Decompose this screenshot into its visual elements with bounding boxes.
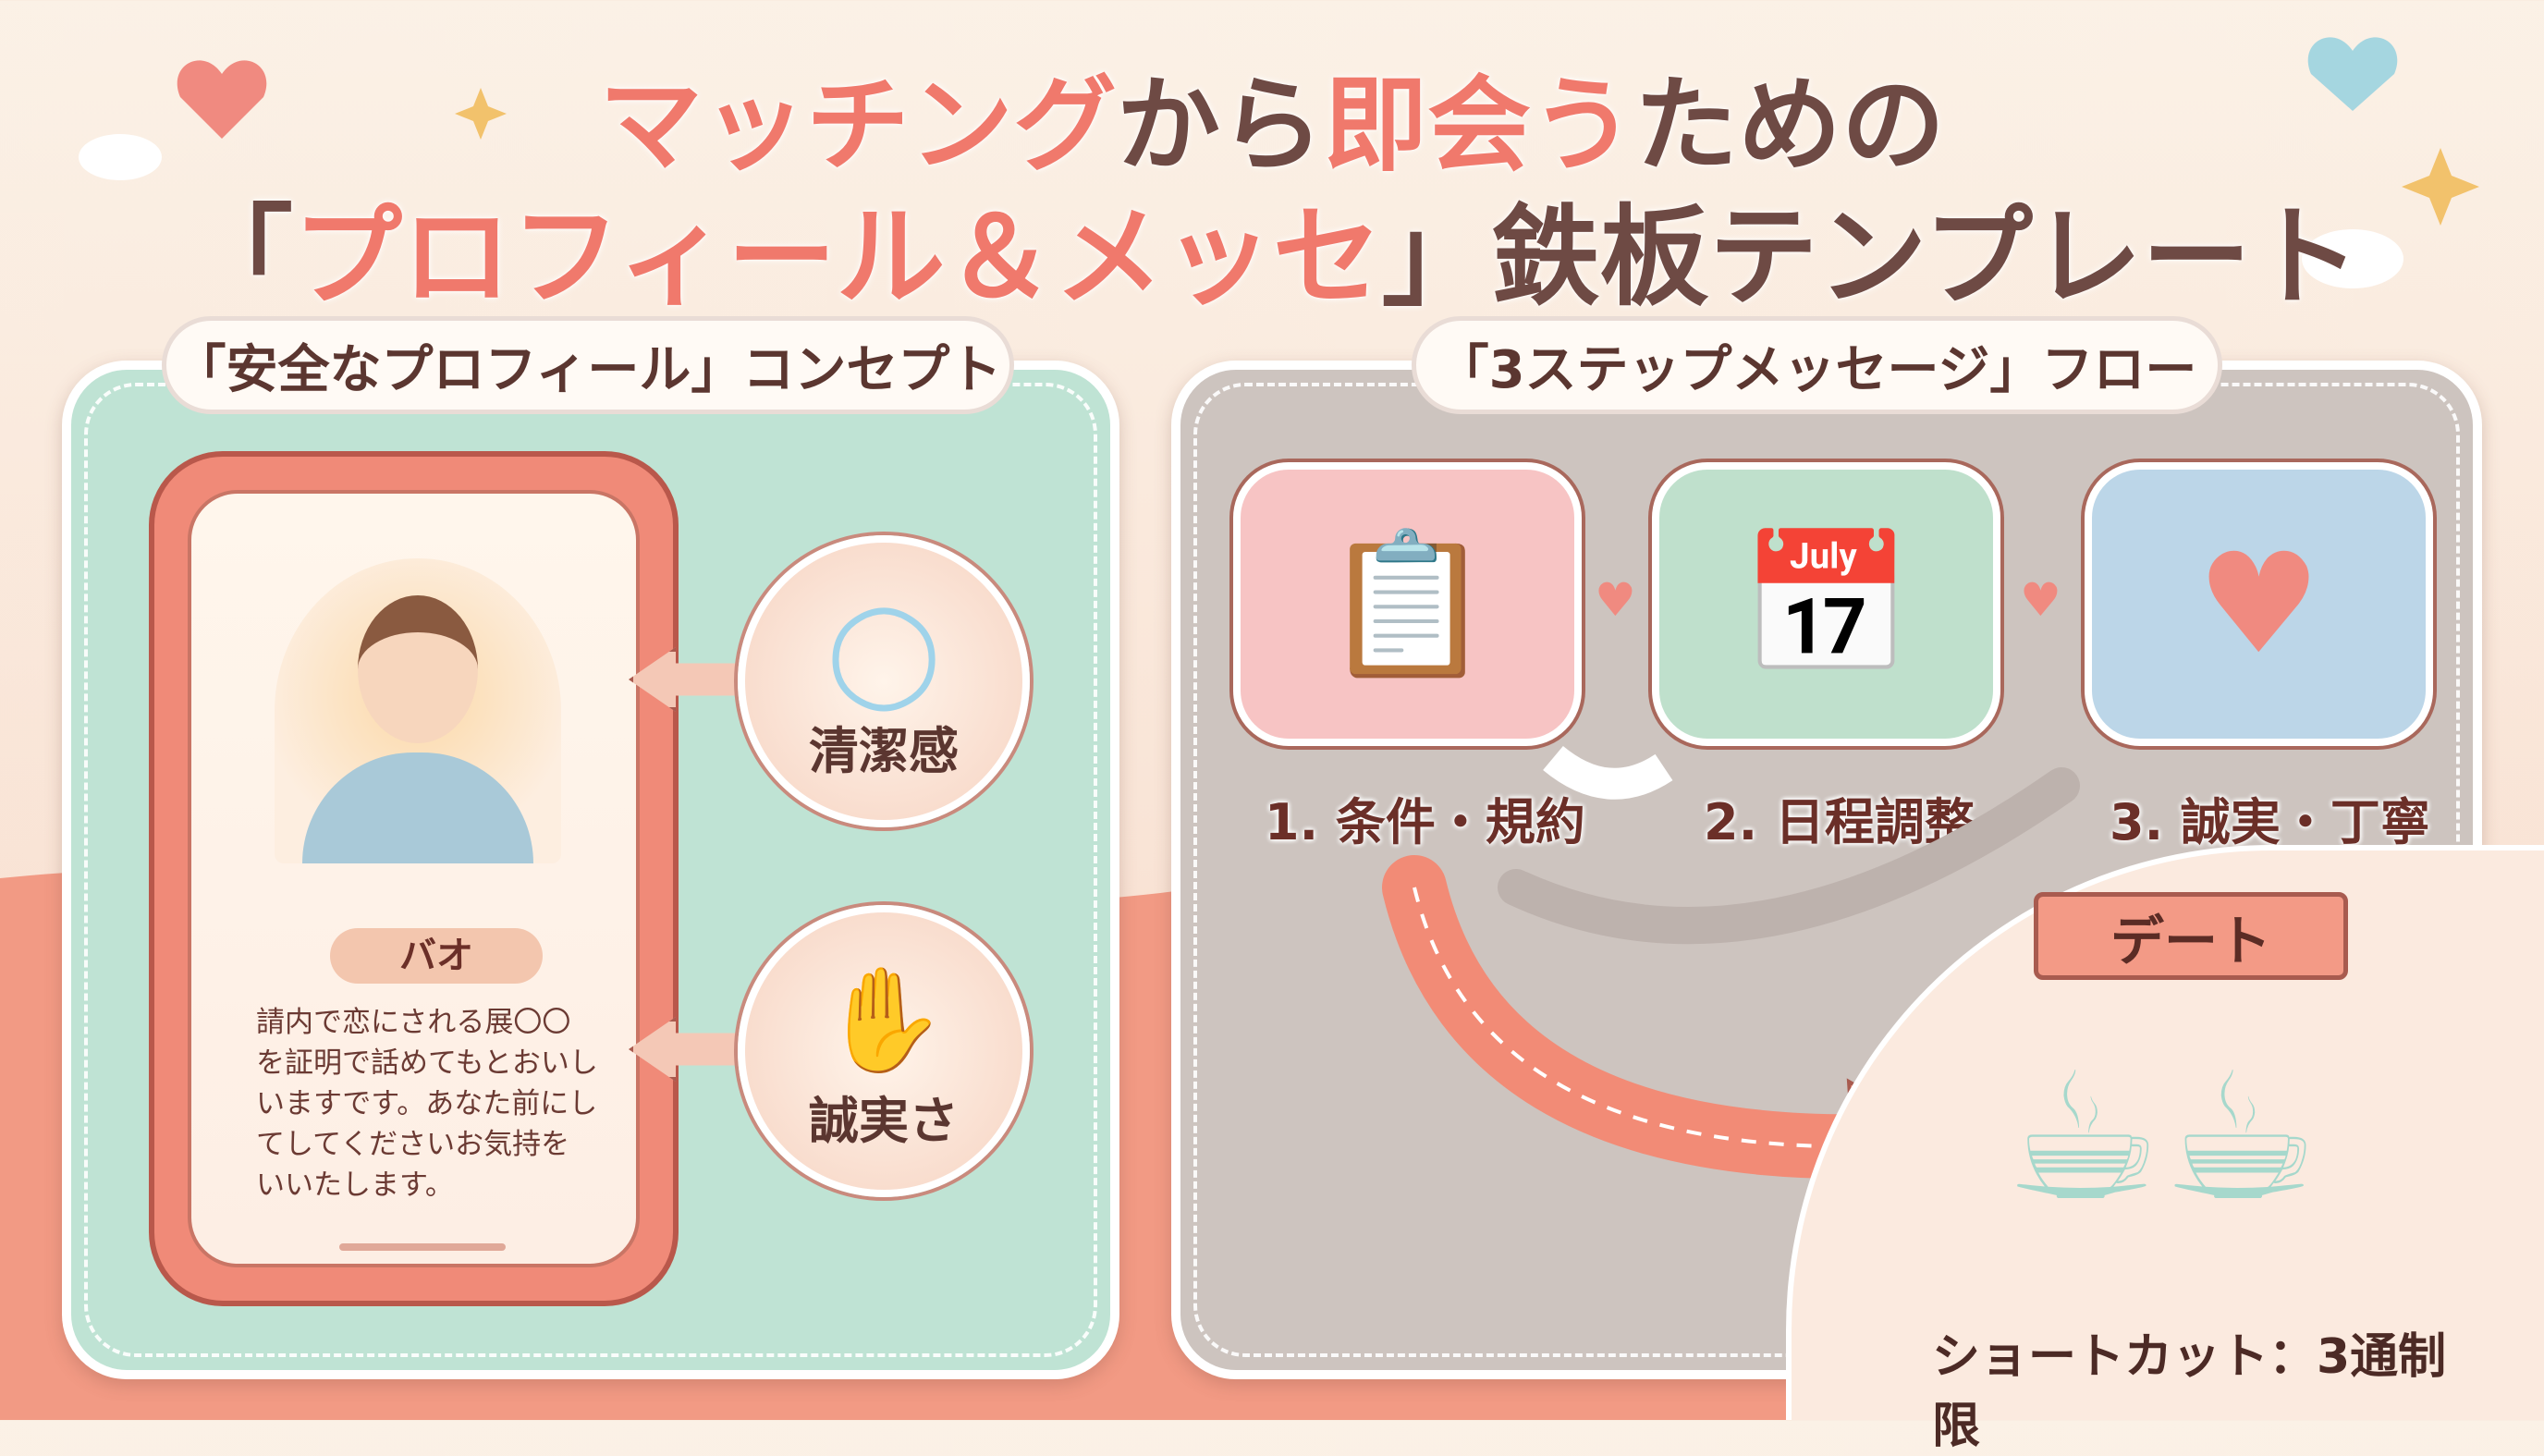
step-2-label: 2. 日程調整 — [1704, 793, 1975, 851]
curved-arrow — [1498, 767, 2080, 945]
cloud-icon — [2302, 229, 2403, 288]
title-line-1: マッチングから即会うための — [0, 42, 2544, 191]
title-text: ための — [1634, 66, 1945, 186]
star-icon — [455, 88, 507, 140]
person-head — [358, 595, 478, 743]
heart-connector-icon: ♥ — [2020, 573, 2061, 627]
step-1-bubble: 📋 — [1233, 462, 1582, 746]
hand-icon: ✋ — [820, 960, 948, 1079]
trait-sincerity: ✋ 誠実さ — [738, 905, 1030, 1197]
heart-gift-icon: ♥ — [2196, 523, 2321, 685]
title-text: 「 — [183, 193, 293, 321]
title-text: 」鉄板テンプレート — [1381, 193, 2361, 321]
title-highlight: プロフィール＆メッセ — [292, 193, 1382, 321]
phone-screen: バオ 請内で恋にされる展〇〇を証明で話めてもとおいしいますです。あなた前にしてし… — [188, 490, 640, 1267]
cloud-icon — [79, 134, 162, 180]
message-flow-label: 「3ステップメッセージ」フロー — [1412, 316, 2222, 414]
trait-cleanliness: ◯ 清潔感 — [738, 535, 1030, 827]
heart-icon — [177, 60, 267, 139]
soap-bubble-icon: ◯ — [826, 592, 941, 710]
avatar — [275, 558, 561, 863]
step-2-bubble: 📅 — [1652, 462, 2000, 746]
bio-text: 請内で恋にされる展〇〇を証明で話めてもとおいしいますです。あなた前にしてしてくだ… — [256, 1006, 598, 1202]
curved-arrow — [1543, 745, 1673, 800]
profile-panel-label: 「安全なプロフィール」コンセプト — [162, 316, 1014, 414]
calendar-clock-icon: 📅 — [1740, 523, 1913, 685]
title-text: から — [1117, 66, 1324, 186]
step-3-bubble: ♥ — [2085, 462, 2433, 746]
title-highlight: マッチング — [599, 66, 1117, 186]
shortcut-arrow — [1413, 887, 1877, 1149]
shortcut-caption: ショートカット：3通制限 — [1932, 1329, 2447, 1454]
trait-label: 清潔感 — [809, 722, 959, 780]
bio-heading: バオ — [330, 928, 543, 984]
trait-label: 誠実さ — [809, 1092, 959, 1150]
home-indicator — [339, 1243, 506, 1251]
clipboard-handshake-icon: 📋 — [1321, 523, 1494, 685]
date-ribbon: デート — [2034, 892, 2348, 980]
title-line-2: 「プロフィール＆メッセ」鉄板テンプレート — [0, 168, 2544, 326]
coffee-cups-icon: ☕☕ — [2004, 1035, 2319, 1240]
heart-connector-icon: ♥ — [1595, 573, 1636, 627]
phone-mockup: バオ 請内で恋にされる展〇〇を証明で話めてもとおいしいますです。あなた前にしてし… — [149, 451, 679, 1306]
title-highlight: 即会う — [1324, 66, 1634, 186]
step-1-label: 1. 条件・規約 — [1265, 793, 1585, 851]
star-icon — [2402, 148, 2479, 226]
heart-icon — [2307, 37, 2398, 111]
step-3-label: 3. 誠実・丁寧 — [2110, 793, 2430, 851]
